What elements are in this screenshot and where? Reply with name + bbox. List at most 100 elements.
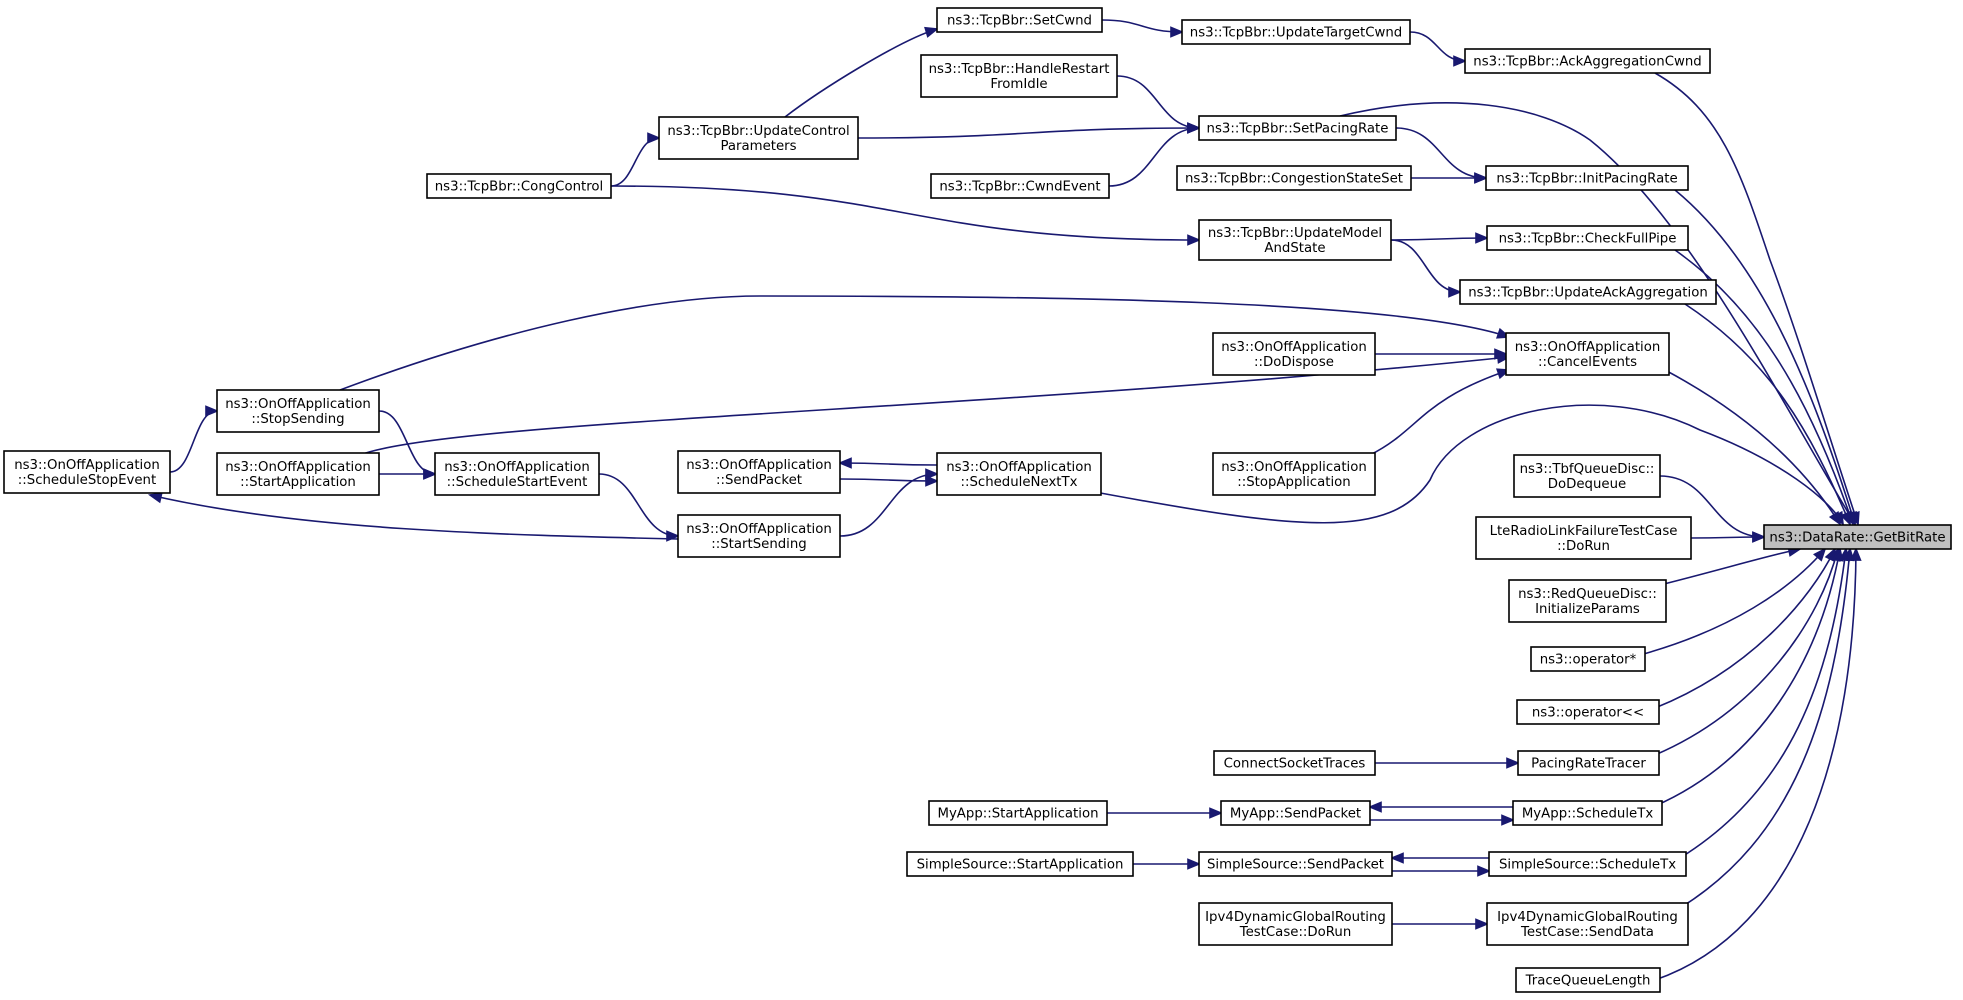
node-box — [216, 389, 380, 433]
edge-cwndevent-to-setpacingrate — [1108, 122, 1202, 187]
edge-onsendpacket-to-schedulenexttx — [839, 475, 940, 487]
node-congcontrol[interactable]: ns3::TcpBbr::CongControl — [426, 173, 612, 199]
edge-schedulestartevent-to-startsending — [598, 473, 681, 542]
edge-congcontrol-to-updatemodel — [610, 185, 1202, 246]
edge-opshl-to-getbitrate — [1654, 547, 1836, 709]
arrowhead — [1850, 546, 1862, 561]
node-label: ns3::OnOffApplication — [14, 458, 160, 473]
edge-tracequeue-to-getbitrate — [1654, 546, 1862, 981]
edge-handlerestart-to-setpacingrate — [1116, 75, 1202, 134]
node-label: TraceQueueLength — [1525, 974, 1651, 989]
arrowhead — [1832, 510, 1845, 526]
node-label: ns3::TcpBbr::CwndEvent — [939, 180, 1100, 195]
node-tracequeue[interactable]: TraceQueueLength — [1515, 967, 1661, 993]
node-tbfdequeue[interactable]: ns3::TbfQueueDisc::DoDequeue — [1513, 454, 1661, 498]
node-box — [928, 800, 1108, 826]
arrowhead — [1840, 510, 1851, 526]
node-opmul[interactable]: ns3::operator* — [1530, 646, 1646, 672]
arrowhead — [1453, 55, 1468, 67]
node-label: ns3::TcpBbr::UpdateModel — [1208, 226, 1382, 241]
node-updatetargetcwnd[interactable]: ns3::TcpBbr::UpdateTargetCwnd — [1181, 19, 1411, 45]
node-myappsend[interactable]: MyApp::SendPacket — [1220, 800, 1371, 826]
node-box — [1508, 579, 1667, 623]
node-simpleschedule[interactable]: SimpleSource::ScheduleTx — [1488, 851, 1687, 877]
node-schedulestopevent[interactable]: ns3::OnOffApplication::ScheduleStopEvent — [3, 450, 171, 494]
node-box — [1459, 279, 1717, 305]
node-label: ::StartApplication — [240, 475, 356, 490]
arrowhead — [1475, 918, 1490, 930]
node-setpacingrate[interactable]: ns3::TcpBbr::SetPacingRate — [1198, 115, 1397, 141]
edge-line — [839, 478, 938, 482]
node-box — [216, 452, 380, 496]
node-myappstart[interactable]: MyApp::StartApplication — [928, 800, 1108, 826]
node-pacingtracer[interactable]: PacingRateTracer — [1517, 750, 1660, 776]
edge-setcwnd-to-updatetargetcwnd — [1101, 19, 1185, 38]
node-box — [1198, 219, 1392, 261]
node-ipv4senddata[interactable]: Ipv4DynamicGlobalRoutingTestCase::SendDa… — [1486, 902, 1689, 946]
node-label: TestCase::DoRun — [1239, 925, 1352, 940]
node-box — [1486, 902, 1689, 946]
edge-simplestart-to-simplesend — [1132, 858, 1202, 870]
node-connectsocket[interactable]: ConnectSocketTraces — [1213, 750, 1376, 776]
node-simplestart[interactable]: SimpleSource::StartApplication — [906, 851, 1134, 877]
edge-line — [1654, 72, 1859, 525]
node-cancelevents[interactable]: ns3::OnOffApplication::CancelEvents — [1505, 332, 1670, 376]
edge-updateackagg-to-getbitrate — [1684, 303, 1851, 526]
node-box — [906, 851, 1134, 877]
edge-line — [1639, 548, 1826, 656]
node-onstartapp[interactable]: ns3::OnOffApplication::StartApplication — [216, 452, 380, 496]
node-onsendpacket[interactable]: ns3::OnOffApplication::SendPacket — [677, 450, 841, 494]
edge-connectsocket-to-pacingtracer — [1375, 757, 1521, 769]
edge-line — [1390, 239, 1461, 293]
node-label: Parameters — [720, 139, 796, 154]
node-ltedorun[interactable]: LteRadioLinkFailureTestCase::DoRun — [1475, 516, 1692, 560]
node-label: MyApp::ScheduleTx — [1522, 807, 1654, 822]
node-label: ns3::TcpBbr::HandleRestart — [929, 62, 1110, 77]
arrowhead — [1187, 234, 1202, 246]
node-label: ::StopSending — [251, 412, 344, 427]
node-setcwnd[interactable]: ns3::TcpBbr::SetCwnd — [936, 7, 1103, 33]
node-label: ns3::TcpBbr::AckAggregationCwnd — [1473, 55, 1701, 70]
node-simplesend[interactable]: SimpleSource::SendPacket — [1198, 851, 1393, 877]
node-ondispose[interactable]: ns3::OnOffApplication::DoDispose — [1212, 332, 1376, 376]
node-schedulestartevent[interactable]: ns3::OnOffApplication::ScheduleStartEven… — [434, 452, 600, 496]
edge-schedulenexttx-to-getbitrate — [1094, 404, 1845, 526]
node-label: ::DoDispose — [1254, 355, 1334, 370]
node-ackaggregationcwnd[interactable]: ns3::TcpBbr::AckAggregationCwnd — [1464, 48, 1711, 74]
edge-line — [598, 473, 679, 537]
node-label: Ipv4DynamicGlobalRouting — [1205, 910, 1386, 925]
node-box — [658, 116, 859, 160]
edge-line — [359, 356, 1510, 456]
node-box — [1530, 646, 1646, 672]
node-box — [936, 7, 1103, 33]
node-stopapplication[interactable]: ns3::OnOffApplication::StopApplication — [1212, 452, 1376, 496]
node-opshl[interactable]: ns3::operator<< — [1516, 699, 1660, 725]
node-startsending[interactable]: ns3::OnOffApplication::StartSending — [677, 514, 841, 558]
node-schedulenexttx[interactable]: ns3::OnOffApplication::ScheduleNextTx — [936, 452, 1102, 496]
node-myappschedule[interactable]: MyApp::ScheduleTx — [1512, 800, 1663, 826]
arrowhead — [1367, 801, 1382, 813]
edge-line — [1339, 102, 1856, 525]
node-label: PacingRateTracer — [1531, 757, 1646, 772]
node-initpacingrate[interactable]: ns3::TcpBbr::InitPacingRate — [1485, 165, 1689, 191]
node-congestionstateset[interactable]: ns3::TcpBbr::CongestionStateSet — [1176, 165, 1412, 191]
node-label: ::CancelEvents — [1538, 355, 1637, 370]
node-cwndevent[interactable]: ns3::TcpBbr::CwndEvent — [930, 173, 1110, 199]
node-label: SimpleSource::StartApplication — [917, 858, 1124, 873]
node-label: ::ScheduleStartEvent — [447, 475, 588, 490]
arrowhead — [1477, 865, 1492, 877]
node-checkfullpipe[interactable]: ns3::TcpBbr::CheckFullPipe — [1486, 225, 1689, 251]
node-redinit[interactable]: ns3::RedQueueDisc::InitializeParams — [1508, 579, 1667, 623]
arrowhead — [1843, 546, 1855, 562]
edge-line — [1409, 31, 1466, 62]
node-getbitrate[interactable]: ns3::DataRate::GetBitRate — [1763, 524, 1952, 550]
node-stopsending[interactable]: ns3::OnOffApplication::StopSending — [216, 389, 380, 433]
node-updateackagg[interactable]: ns3::TcpBbr::UpdateAckAggregation — [1459, 279, 1717, 305]
edge-line — [857, 127, 1200, 139]
edge-myappsend-to-myappschedule — [1370, 814, 1516, 826]
node-label: ns3::TcpBbr::InitPacingRate — [1496, 172, 1677, 187]
